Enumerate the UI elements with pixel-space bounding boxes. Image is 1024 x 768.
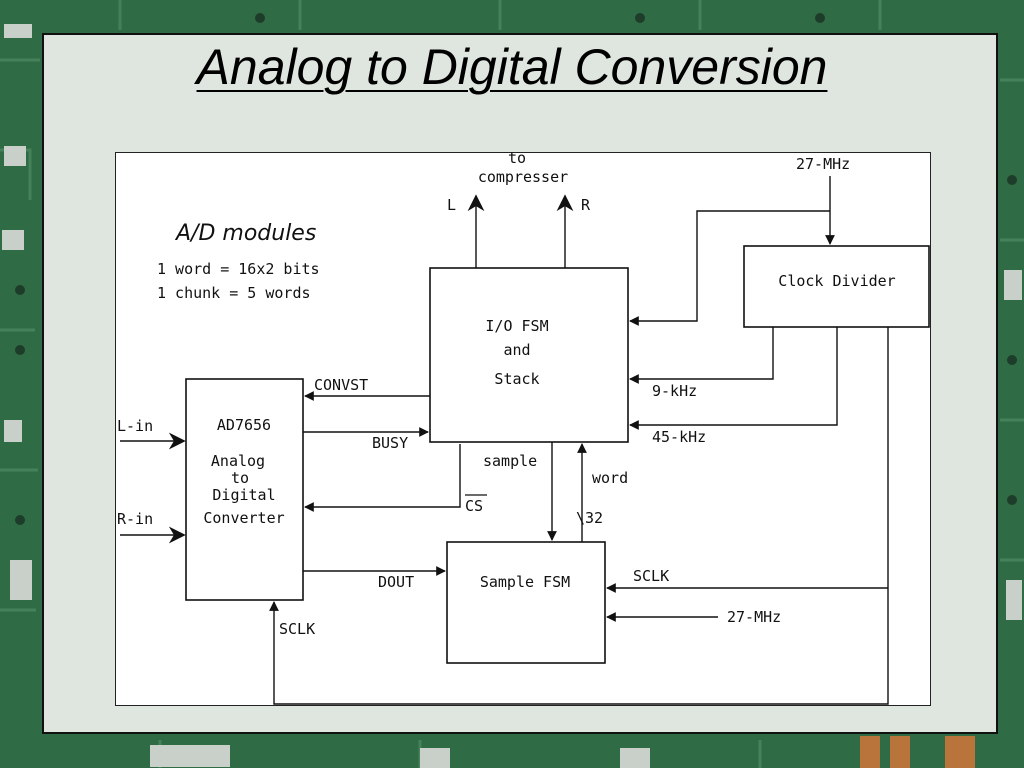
label-to: to	[508, 149, 526, 167]
adc-block	[185, 378, 304, 601]
sample-fsm-label: Sample FSM	[480, 573, 570, 591]
clk-9k-wire	[629, 327, 774, 384]
label-bus-width: \32	[576, 509, 603, 527]
label-sample: sample	[483, 452, 537, 470]
label-45khz: 45-kHz	[652, 428, 706, 446]
label-cs: CS	[465, 497, 483, 515]
io-fsm-line2: and	[503, 341, 530, 359]
adc-line3: to	[231, 469, 249, 487]
label-27mhz-top: 27-MHz	[796, 155, 850, 173]
label-27mhz-bottom: 27-MHz	[727, 608, 781, 626]
label-busy: BUSY	[372, 434, 408, 452]
adc-line2: Analog	[211, 452, 265, 470]
diagram-heading: A/D modules	[174, 221, 316, 246]
label-9khz: 9-kHz	[652, 382, 697, 400]
sample-fsm-block	[446, 541, 606, 664]
label-word: word	[592, 469, 628, 487]
adc-line4: Digital	[212, 486, 275, 504]
cs-wire	[304, 444, 461, 512]
label-right: R	[581, 196, 591, 214]
note-chunk-size: 1 chunk = 5 words	[157, 284, 311, 302]
note-word-size: 1 word = 16x2 bits	[157, 260, 320, 278]
label-sclk-adc: SCLK	[279, 620, 315, 638]
slide-title: Analog to Digital Conversion	[196, 39, 828, 95]
io-fsm-line3: Stack	[494, 370, 539, 388]
clock-divider-label: Clock Divider	[778, 272, 895, 290]
label-compresser: compresser	[478, 168, 568, 186]
label-dout: DOUT	[378, 573, 414, 591]
clk-45k-wire	[629, 327, 838, 430]
label-convst: CONVST	[314, 376, 368, 394]
sclk-loop-wire	[269, 327, 889, 705]
io-fsm-block	[429, 267, 629, 443]
clk27-to-io-wire	[629, 210, 830, 326]
label-left: L	[447, 196, 456, 214]
io-fsm-line1: I/O FSM	[485, 317, 548, 335]
label-r-in: R-in	[117, 510, 153, 528]
adc-line5: Converter	[203, 509, 284, 527]
diagram-frame	[115, 152, 931, 706]
adc-line1: AD7656	[217, 416, 271, 434]
label-l-in: L-in	[117, 417, 153, 435]
label-sclk-sample: SCLK	[633, 567, 669, 585]
